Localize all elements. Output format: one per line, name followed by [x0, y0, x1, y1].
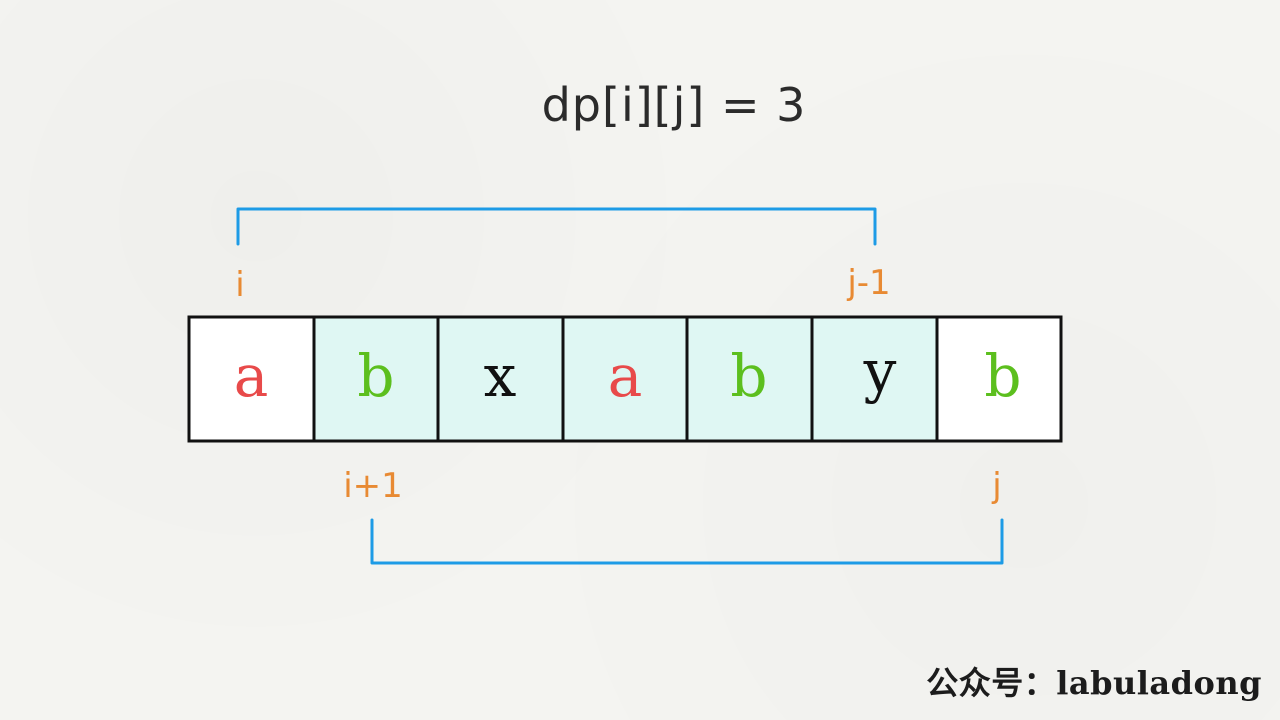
label-i-plus-1: i+1: [343, 466, 403, 506]
cell-letter-2: x: [484, 342, 517, 410]
array-cell-3: [561, 315, 689, 443]
cell-letter-6: b: [984, 342, 1021, 410]
array-cell-4: [685, 315, 814, 443]
array-cell-6: [935, 315, 1063, 443]
cell-letter-5: y: [863, 337, 897, 405]
array-cell-1: [312, 315, 440, 443]
cell-letter-4: b: [730, 342, 767, 410]
top-bracket: [236, 207, 877, 246]
cell-letters: a b x a b y b: [234, 337, 1022, 410]
label-j-minus-1: j-1: [846, 263, 890, 303]
array-cells: [187, 315, 1063, 443]
cell-letter-3: a: [608, 342, 643, 410]
array-cell-0: [187, 315, 316, 443]
watermark-text: 公众号：labuladong: [926, 664, 1262, 702]
bottom-bracket: [370, 518, 1004, 565]
array-cell-5: [810, 315, 939, 443]
cell-letter-1: b: [357, 342, 394, 410]
label-i: i: [235, 265, 244, 305]
dp-title: dp[i][j] = 3: [541, 78, 807, 132]
array-cell-2: [436, 315, 565, 443]
label-j: j: [991, 466, 1001, 506]
cell-letter-0: a: [234, 342, 269, 410]
